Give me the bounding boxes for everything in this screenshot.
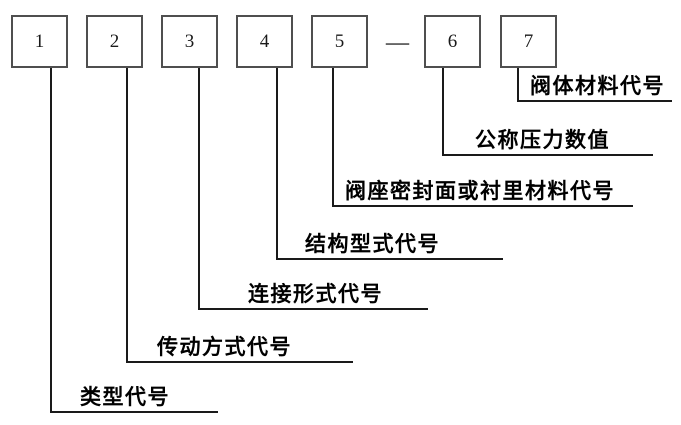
label-type-code: 类型代号 [80,385,170,409]
label-seat-lining-material-code: 阀座密封面或衬里材料代号 [345,179,615,203]
label-body-material-code: 阀体材料代号 [530,74,665,98]
label-connection-form-code: 连接形式代号 [248,282,383,306]
connector-vline-4 [276,68,278,260]
connector-hline-2 [126,361,353,363]
code-digit-2: 2 [109,31,120,52]
code-digit-4: 4 [259,31,270,52]
connector-vline-2 [126,68,128,363]
connector-vline-6 [442,68,444,156]
code-digit-1: 1 [34,31,45,52]
connector-hline-7 [517,100,672,102]
code-digit-6: 6 [447,31,458,52]
code-digit-7: 7 [523,31,534,52]
code-digit-5: 5 [334,31,345,52]
label-drive-mode-code: 传动方式代号 [157,335,292,359]
separator-dash: — [384,28,411,58]
connector-vline-7 [517,68,519,102]
code-box-2: 2 [86,15,143,68]
connector-vline-1 [50,68,52,413]
connector-vline-3 [198,68,200,310]
label-nominal-pressure-value: 公称压力数值 [475,128,610,152]
code-box-6: 6 [424,15,481,68]
connector-hline-3 [198,308,428,310]
code-box-1: 1 [11,15,68,68]
connector-hline-6 [442,154,653,156]
code-box-7: 7 [500,15,557,68]
code-box-3: 3 [161,15,218,68]
connector-hline-5 [332,205,633,207]
code-digit-3: 3 [184,31,195,52]
code-box-4: 4 [236,15,293,68]
connector-vline-5 [332,68,334,207]
connector-hline-1 [50,411,218,413]
label-structure-type-code: 结构型式代号 [305,232,440,256]
code-box-5: 5 [311,15,368,68]
connector-hline-4 [276,258,503,260]
